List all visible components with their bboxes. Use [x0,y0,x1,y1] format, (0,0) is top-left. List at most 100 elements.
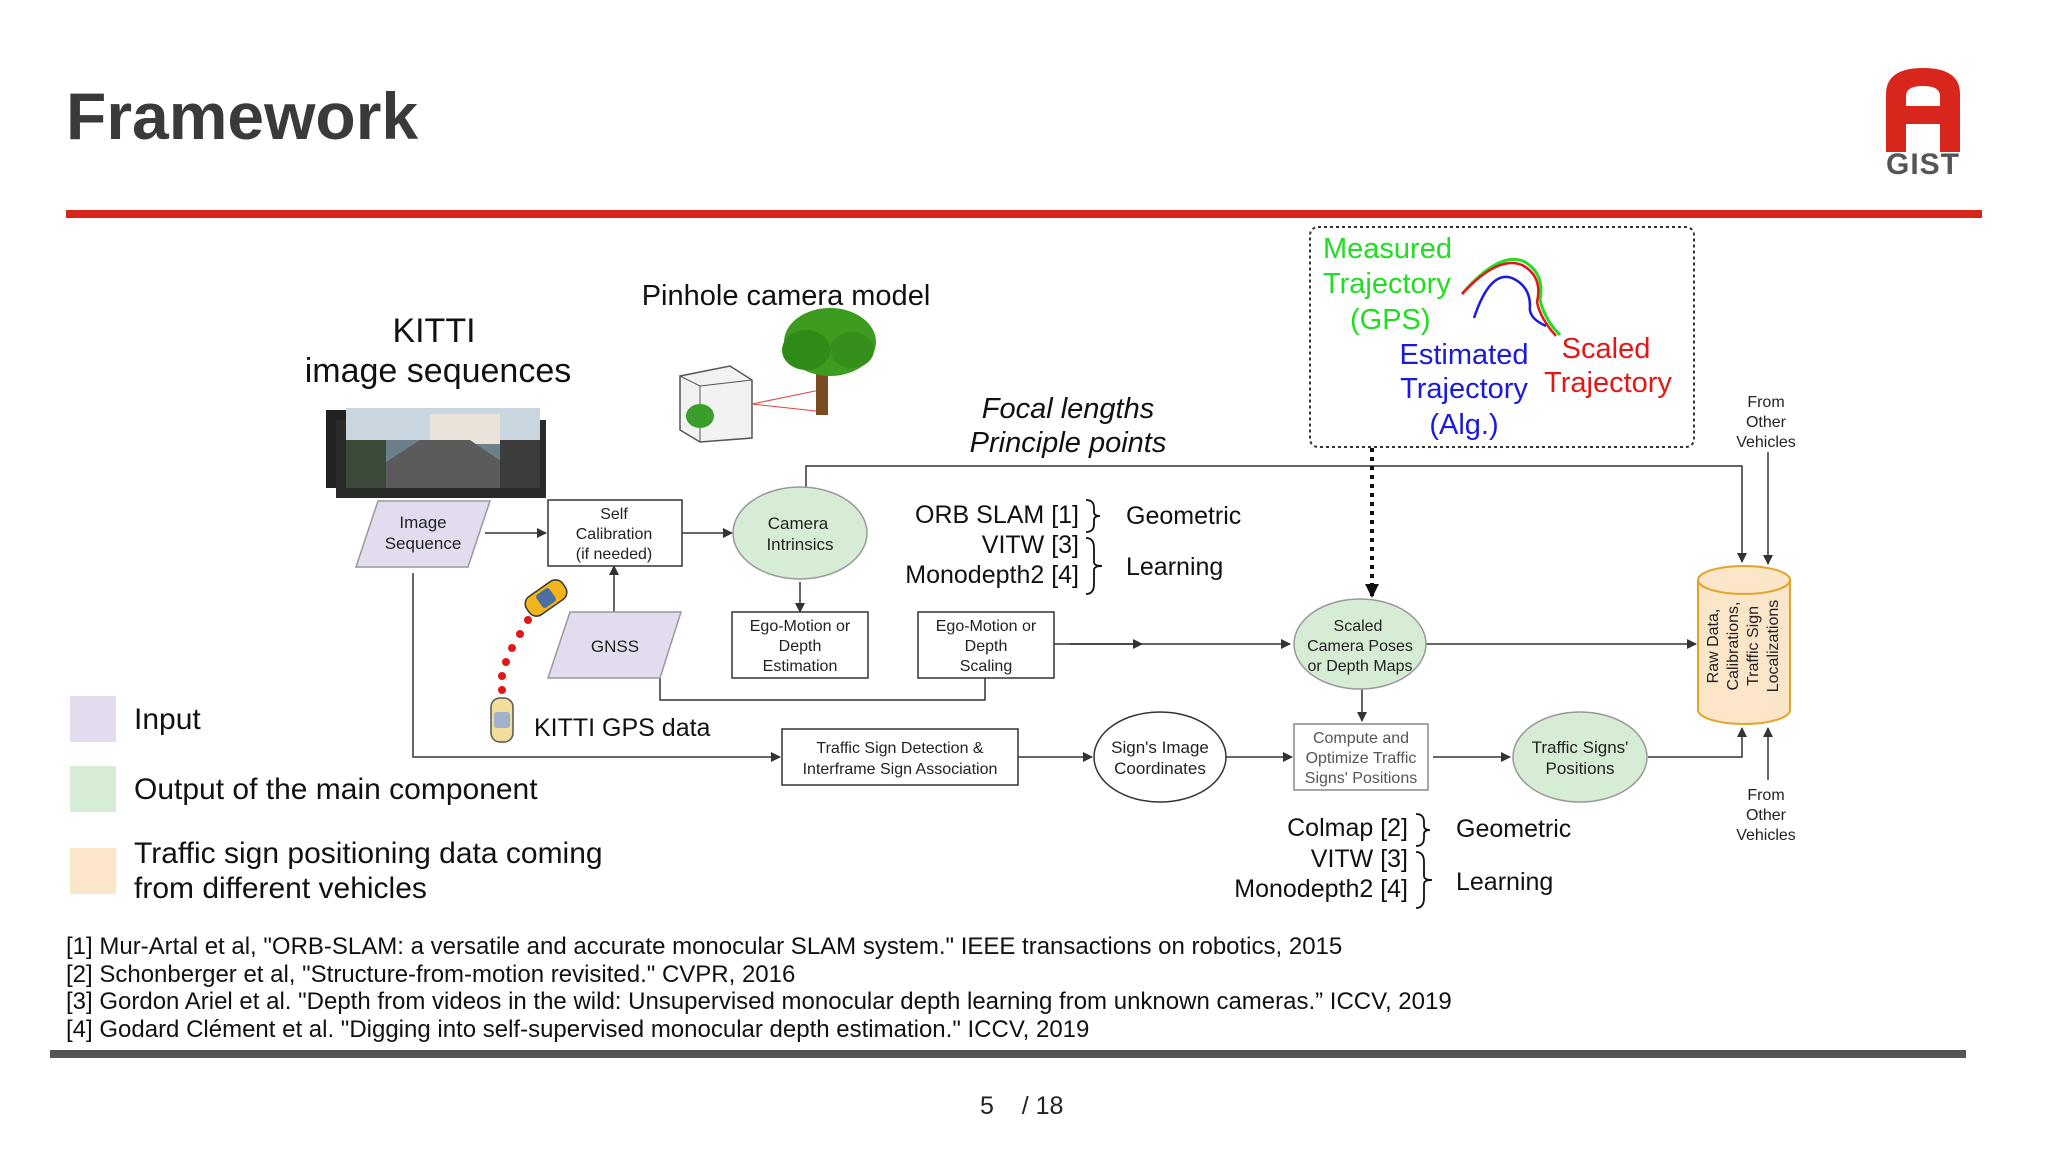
legend-label-output: Output of the main component [134,773,538,806]
brackets-top [1085,499,1103,595]
reference-1: [1] Mur-Artal et al, "ORB-SLAM: a versat… [66,933,1343,960]
traffic-sign-detection-node [781,728,1019,786]
trajectory-panel: Measured Trajectory (GPS) Estimated Traj… [1309,226,1695,448]
legend-label-input: Input [134,703,201,736]
brackets-bottom [1415,813,1433,909]
sign-image-coords-node [1093,711,1227,803]
ego-motion-estimation-label-2: Depth [779,638,822,655]
traj-scaled-1: Scaled [1562,333,1651,365]
legend-input: Input [70,696,201,742]
footer-rule [50,1050,1966,1058]
database-label-4: Localizations [1765,600,1782,693]
traj-estimated-1: Estimated [1400,339,1529,371]
compute-optimize-label-1: Compute and [1313,730,1409,747]
traj-measured-2: Trajectory [1323,268,1451,300]
principle-points-label: Principle points [970,427,1167,459]
traj-estimated-3: (Alg.) [1429,409,1498,441]
scaled-poses-label-3: or Depth Maps [1308,658,1413,675]
legend-swatch-output [70,766,116,812]
compute-optimize-label-2: Optimize Traffic [1306,750,1417,767]
traffic-sign-detection-label-1: Traffic Sign Detection & [816,740,984,757]
database-node [1697,565,1791,725]
ego-motion-scaling-label-2: Depth [965,638,1008,655]
logo-icon [1886,68,1960,152]
traffic-signs-positions-node [1512,711,1648,803]
reference-3: [3] Gordon Ariel et al. "Depth from vide… [66,988,1452,1015]
method-vitw-bottom: VITW [3] [1311,845,1408,873]
self-calibration-label-2: Calibration [576,526,652,543]
method-orb-slam: ORB SLAM [1] [915,501,1079,529]
legend-vehicles: Traffic sign positioning data coming fro… [70,836,603,906]
from-other-bottom-2: Other [1746,807,1787,824]
from-other-bottom-3: Vehicles [1736,827,1796,844]
method-vitw-top: VITW [3] [982,531,1079,559]
compute-optimize-label-3: Signs' Positions [1305,770,1417,787]
scaled-poses-node [1293,598,1427,690]
slide-title: Framework [66,79,419,153]
image-sequence-label-1: Image [399,513,446,532]
sign-image-coords-label-1: Sign's Image [1111,738,1209,757]
database-label-2: Calibrations, [1725,602,1742,691]
kitti-gps-label: KITTI GPS data [534,714,711,742]
from-other-bottom-1: From [1747,787,1784,804]
method-bottom-geometric: Geometric [1456,815,1571,843]
camera-intrinsics-node [732,486,868,580]
self-calibration-node [547,499,683,567]
ego-motion-scaling-node [917,611,1055,679]
ego-motion-estimation-label-1: Ego-Motion or [750,618,851,635]
kitti-title-1: KITTI [392,312,475,350]
gnss-node [546,611,683,679]
database-label-3: Traffic Sign [1745,606,1762,686]
car-icon-bottom [490,697,514,743]
ego-motion-scaling-label-1: Ego-Motion or [936,618,1037,635]
legend-label-vehicles-1: Traffic sign positioning data coming [134,837,603,870]
ego-motion-scaling-label-3: Scaling [960,658,1012,675]
car-icon-top [524,579,568,617]
reference-2: [2] Schonberger et al, "Structure-from-m… [66,960,796,988]
references: [1] Mur-Artal et al, "ORB-SLAM: a versat… [66,933,1452,1043]
traj-scaled-2: Trajectory [1544,367,1672,399]
database-label-1: Raw Data, [1705,609,1722,684]
focal-lengths-label: Focal lengths [982,393,1155,425]
logo-text: GIST [1885,148,1960,181]
method-colmap: Colmap [2] [1287,814,1408,842]
traj-measured-3: (GPS) [1350,304,1431,336]
legend-label-vehicles: Traffic sign positioning data coming fro… [134,836,603,906]
gnss-label: GNSS [591,637,639,656]
scaled-poses-label-2: Camera Poses [1307,638,1413,655]
from-other-top-3: Vehicles [1736,434,1796,451]
gist-logo: GIST [1878,64,1968,184]
sign-image-coords-label-2: Coordinates [1114,759,1206,778]
title-underline [66,210,1982,218]
ego-motion-estimation-label-3: Estimation [763,658,838,675]
traj-measured-1: Measured [1323,233,1452,265]
method-monodepth-top: Monodepth2 [4] [905,561,1079,589]
method-top-learning: Learning [1126,553,1223,581]
method-top-geometric: Geometric [1126,502,1241,530]
camera-intrinsics-label-1: Camera [768,514,829,533]
legend-swatch-vehicles [70,848,116,894]
legend-label-vehicles-2: from different vehicles [134,872,427,905]
page-total: / 18 [1021,1092,1064,1120]
compute-optimize-node [1293,723,1429,791]
self-calibration-label-3: (if needed) [576,546,653,563]
legend-output: Output of the main component [70,766,538,812]
scaled-poses-label-1: Scaled [1334,618,1383,635]
page-number: 5 / 18 [980,1092,1063,1121]
reference-4: [4] Godard Clément et al. "Digging into … [66,1015,1090,1043]
camera-intrinsics-label-2: Intrinsics [766,535,833,554]
pinhole-camera-icon [679,308,876,443]
pinhole-title: Pinhole camera model [642,280,931,312]
gps-path-dots [498,616,532,694]
page-current: 5 [980,1092,994,1120]
traj-estimated-2: Trajectory [1400,373,1528,405]
from-other-top-2: Other [1746,414,1787,431]
self-calibration-label-1: Self [600,506,628,523]
image-sequence-node [354,500,492,568]
traffic-signs-positions-label-1: Traffic Signs' [1532,738,1629,757]
kitti-title-2: image sequences [305,352,572,390]
method-bottom-learning: Learning [1456,868,1553,896]
traffic-sign-detection-label-2: Interframe Sign Association [803,761,998,778]
